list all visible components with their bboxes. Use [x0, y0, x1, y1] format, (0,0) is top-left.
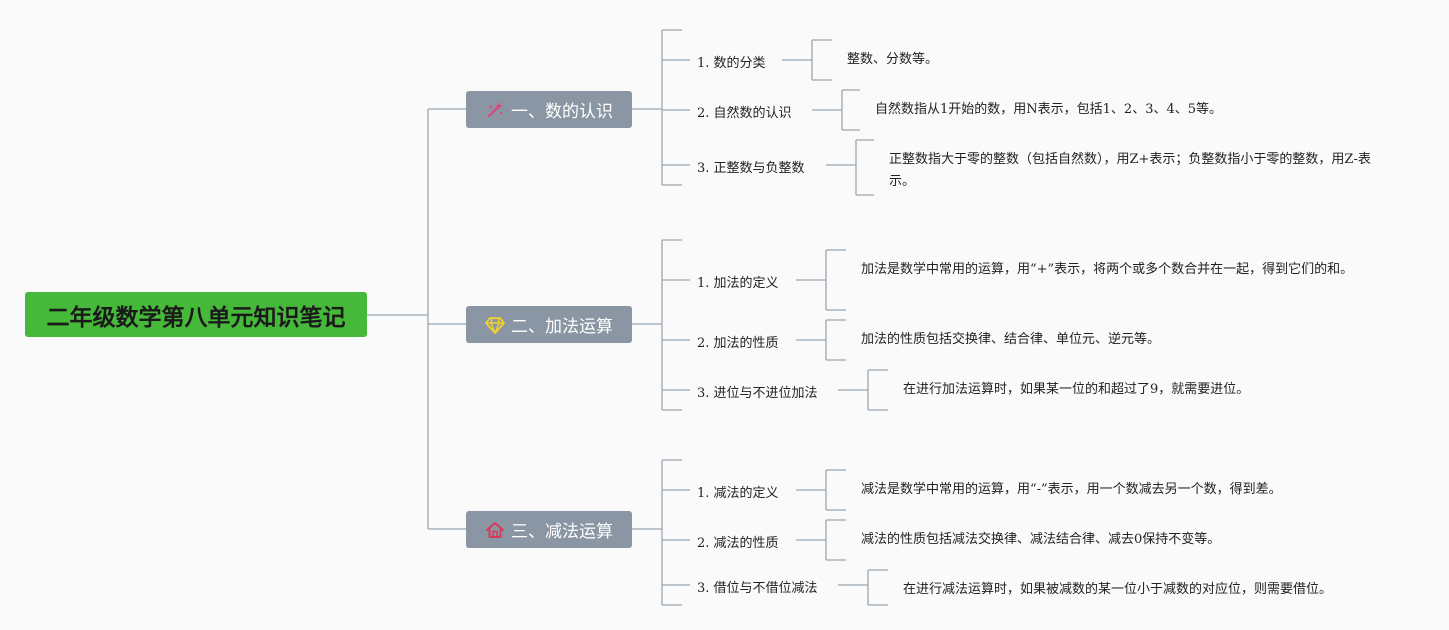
- detail-3-1: 减法是数学中常用的运算，用“-”表示，用一个数减去另一个数，得到差。: [861, 482, 1282, 497]
- subtopic-2-1[interactable]: 1. 加法的定义: [697, 276, 779, 291]
- root-node[interactable]: 二年级数学第八单元知识笔记: [25, 292, 367, 337]
- detail-2-1: 加法是数学中常用的运算，用“+”表示，将两个或多个数合并在一起，得到它们的和。: [861, 262, 1354, 277]
- branch-node-3[interactable]: 三、减法运算: [466, 511, 632, 548]
- branch-label: 二、加法运算: [511, 317, 613, 337]
- subtopic-1-1[interactable]: 1. 数的分类: [697, 56, 766, 71]
- subtopic-2-2[interactable]: 2. 加法的性质: [697, 336, 779, 351]
- detail-1-1: 整数、分数等。: [847, 52, 939, 67]
- branch-node-2[interactable]: 二、加法运算: [466, 306, 632, 343]
- subtopic-3-2[interactable]: 2. 减法的性质: [697, 536, 779, 551]
- subtopic-2-3[interactable]: 3. 进位与不进位加法: [697, 386, 818, 401]
- detail-3-2: 减法的性质包括减法交换律、减法结合律、减去0保持不变等。: [861, 532, 1221, 547]
- detail-3-3: 在进行减法运算时，如果被减数的某一位小于减数的对应位，则需要借位。: [903, 582, 1333, 597]
- diamond-icon: [485, 315, 505, 335]
- subtopic-1-2[interactable]: 2. 自然数的认识: [697, 106, 792, 121]
- branch-node-1[interactable]: 一、数的认识: [466, 91, 632, 128]
- house-icon: [485, 520, 505, 540]
- detail-1-2: 自然数指从1开始的数，用N表示，包括1、2、3、4、5等。: [875, 102, 1223, 117]
- detail-2-3: 在进行加法运算时，如果某一位的和超过了9，就需要进位。: [903, 382, 1250, 397]
- subtopic-1-3[interactable]: 3. 正整数与负整数: [697, 161, 805, 176]
- branch-label: 三、减法运算: [511, 522, 613, 542]
- subtopic-3-3[interactable]: 3. 借位与不借位减法: [697, 581, 818, 596]
- branch-label: 一、数的认识: [511, 102, 613, 122]
- subtopic-3-1[interactable]: 1. 减法的定义: [697, 486, 779, 501]
- detail-1-3: 正整数指大于零的整数（包括自然数），用Z+表示；负整数指小于零的整数，用Z-表示…: [889, 152, 1371, 189]
- magic-wand-icon: [485, 100, 505, 120]
- detail-2-2: 加法的性质包括交换律、结合律、单位元、逆元等。: [861, 332, 1161, 347]
